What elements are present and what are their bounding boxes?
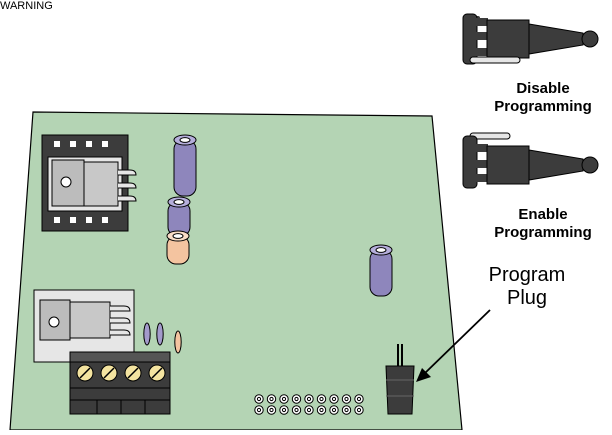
- solder-pad-hole: [281, 396, 287, 402]
- solder-pad-hole: [356, 396, 362, 402]
- disable-caption-line2: Programming: [494, 98, 592, 115]
- enable-caption-line2: Programming: [494, 224, 592, 241]
- warning-text: WARNING: [0, 0, 53, 12]
- solder-pad-hole: [306, 396, 312, 402]
- solder-pad: [316, 394, 327, 404]
- solder-pad: [304, 405, 314, 415]
- program-plug-line2: Plug: [506, 287, 548, 309]
- solder-pad: [304, 394, 314, 404]
- solder-pad: [254, 405, 264, 415]
- program-plug-line1: Program: [488, 264, 566, 286]
- solder-pad: [354, 394, 364, 404]
- solder-pad-hole: [256, 396, 262, 402]
- solder-pad: [329, 405, 339, 415]
- solder-pad-hole: [331, 407, 337, 413]
- regulator-bottom: [33, 289, 135, 363]
- capacitor-orange: [166, 230, 190, 265]
- pad-grid: [254, 394, 364, 415]
- disable-caption-line1: Disable: [516, 80, 570, 97]
- capacitor-purple-tall: [173, 134, 197, 197]
- solder-pad: [266, 405, 277, 415]
- solder-pad: [291, 405, 302, 415]
- program-plug-arrow: [416, 309, 491, 382]
- program-header: [385, 344, 415, 415]
- capacitor-purple-right: [369, 244, 393, 297]
- led-row: [143, 322, 182, 354]
- solder-pad: [279, 405, 289, 415]
- solder-pad-hole: [269, 407, 274, 413]
- capacitor-purple-short: [167, 196, 191, 237]
- solder-pad-hole: [294, 396, 299, 402]
- solder-pad-hole: [294, 407, 299, 413]
- solder-pad: [341, 394, 352, 404]
- solder-pad: [341, 405, 352, 415]
- enable-programming-caption: Enable Programming: [468, 206, 612, 242]
- solder-pad: [254, 394, 264, 404]
- disable-programming-caption: Disable Programming: [468, 80, 612, 116]
- solder-pad-hole: [331, 396, 337, 402]
- solder-pad-hole: [344, 396, 349, 402]
- disable-plug-illustration: [462, 13, 599, 65]
- program-plug-label: Program Plug: [472, 264, 582, 310]
- solder-pad: [279, 394, 289, 404]
- solder-pad: [316, 405, 327, 415]
- solder-pad-hole: [344, 407, 349, 413]
- enable-plug-illustration: [462, 132, 599, 189]
- solder-pad: [266, 394, 277, 404]
- enable-caption-line1: Enable: [518, 206, 568, 223]
- solder-pad: [354, 405, 364, 415]
- regulator-top: [51, 159, 137, 207]
- solder-pad-hole: [256, 407, 262, 413]
- screw-terminal-block: [69, 351, 171, 415]
- solder-pad-hole: [356, 407, 362, 413]
- solder-pad-hole: [281, 407, 287, 413]
- solder-pad-hole: [319, 407, 324, 413]
- solder-pad: [329, 394, 339, 404]
- solder-pad-hole: [306, 407, 312, 413]
- solder-pad-hole: [319, 396, 324, 402]
- solder-pad-hole: [269, 396, 274, 402]
- solder-pad: [291, 394, 302, 404]
